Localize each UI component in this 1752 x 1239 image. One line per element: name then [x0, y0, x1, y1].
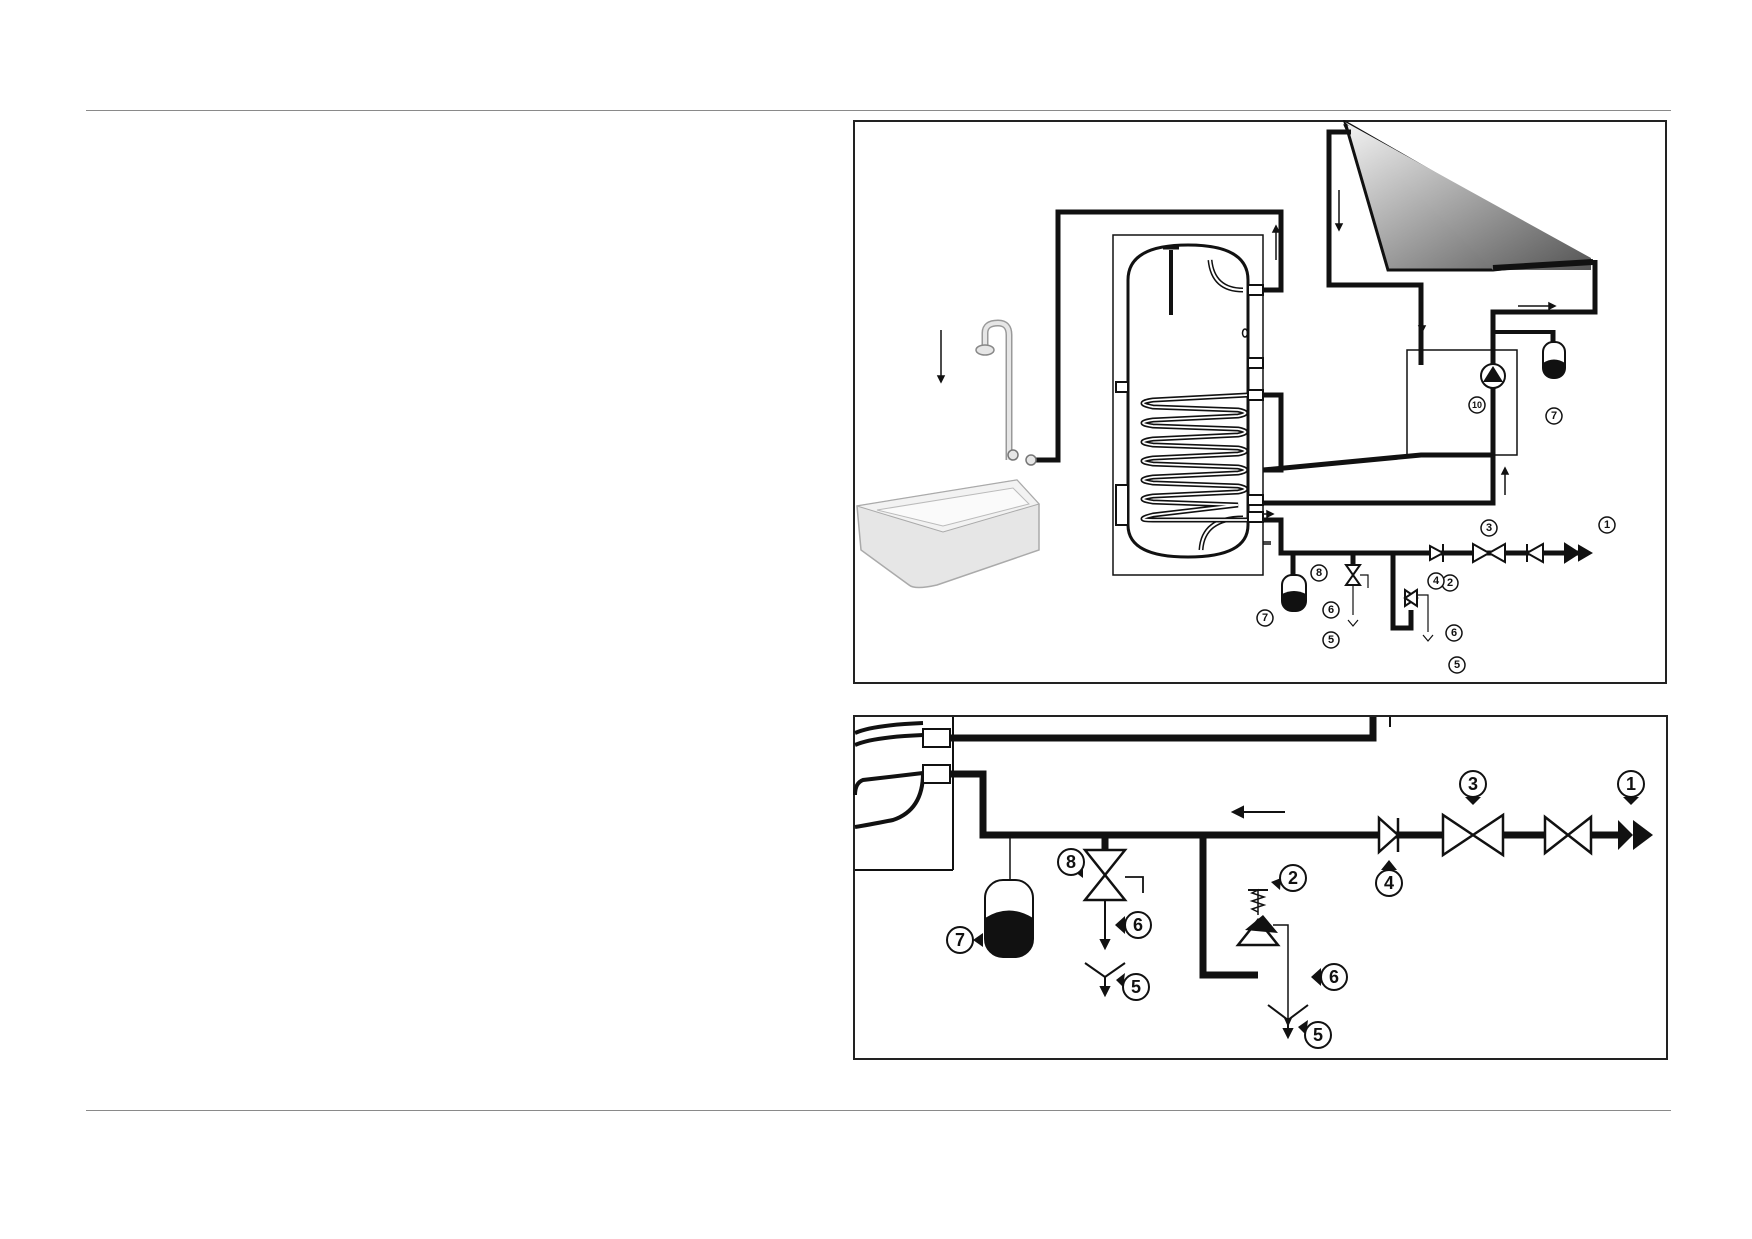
callout-8-marker: 8: [1057, 848, 1085, 878]
safety-valve-icon: [1235, 888, 1292, 1027]
storage-tank: [1112, 234, 1264, 576]
callout-2-marker: 2: [1271, 864, 1307, 892]
cold-water-connection-detail: 1 3 4 2 8 6 6: [853, 715, 1668, 1060]
system-overview-diagram: 10 7: [853, 120, 1667, 684]
valve-8-drain-stub: [1125, 876, 1144, 893]
solar-station-box: [1406, 349, 1518, 456]
circulation-pump-icon: [1480, 363, 1506, 389]
callout-4: 4: [1433, 575, 1440, 587]
overview-drain-lines: [1347, 574, 1434, 642]
callout-10-marker: [1468, 396, 1486, 414]
callout-1: 1: [1604, 519, 1610, 531]
detail-callout-3: 3: [1468, 774, 1478, 794]
callout-5b-marker: 5: [1298, 1020, 1332, 1049]
callout-7b: 7: [1551, 410, 1557, 422]
expansion-vessel-icon: [984, 879, 1034, 958]
hot-water-pipes: [1031, 209, 1284, 473]
frame: [853, 715, 1668, 1060]
callout-6a: 6: [1328, 604, 1334, 616]
drain-funnels: [1084, 900, 1309, 1040]
callout-10: 10: [1472, 400, 1482, 410]
detail-callout-5a: 5: [1131, 977, 1141, 997]
callout-6b-marker: 6: [1311, 963, 1348, 991]
callout-3: 3: [1486, 522, 1492, 534]
detail-callout-4: 4: [1384, 873, 1394, 893]
detail-callout-6a: 6: [1133, 915, 1143, 935]
detail-valves: [1082, 812, 1593, 902]
callout-5b: 5: [1454, 659, 1460, 671]
detail-callout-2: 2: [1288, 868, 1298, 888]
callout-7-marker: 7: [946, 926, 983, 954]
callout-6a-marker: 6: [1115, 911, 1152, 939]
detail-callout-7: 7: [955, 930, 965, 950]
overview-valves: [1344, 542, 1593, 608]
detail-callout-5b: 5: [1313, 1025, 1323, 1045]
callout-5a-marker: 5: [1116, 973, 1150, 1001]
detail-callout-1: 1: [1626, 774, 1636, 794]
detail-pipes: [950, 717, 1618, 979]
supply-connection-icon: [1618, 820, 1653, 850]
detail-flow-arrow: [1230, 805, 1285, 819]
callout-3-marker: 3: [1459, 770, 1487, 805]
overview-callouts: 1 2 3 4 5 5 6 6 7 8: [1256, 516, 1616, 674]
solar-collector: [1342, 120, 1594, 272]
callout-1-marker: 1: [1617, 770, 1645, 805]
wash-basin: [856, 319, 1040, 589]
callout-6b: 6: [1451, 627, 1457, 639]
callout-7b-marker: [1545, 407, 1563, 425]
callout-2: 2: [1447, 577, 1453, 589]
detail-callouts: 1 3 4 2 8 6 6: [946, 770, 1645, 1049]
callout-4-marker: 4: [1375, 860, 1403, 897]
top-divider: [86, 110, 1671, 111]
cold-water-supply-line: [1263, 517, 1581, 631]
callout-8: 8: [1316, 567, 1322, 579]
detail-callout-6b: 6: [1329, 967, 1339, 987]
solar-expansion-vessel-icon: [1542, 341, 1566, 379]
callout-5a: 5: [1328, 634, 1334, 646]
dhw-expansion-vessel-icon: [1281, 574, 1307, 612]
bottom-divider: [86, 1110, 1671, 1111]
callout-7a: 7: [1262, 612, 1268, 624]
detail-callout-8: 8: [1066, 852, 1076, 872]
